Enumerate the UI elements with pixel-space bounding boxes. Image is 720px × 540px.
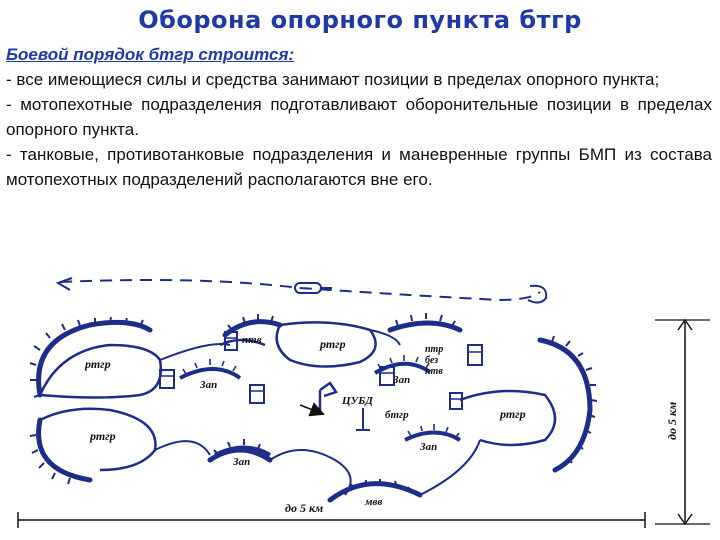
position-rtgr-right <box>459 389 557 447</box>
zap-right-arc <box>404 430 462 442</box>
connector-4 <box>269 449 352 496</box>
label-zap-right: Зап <box>419 441 437 453</box>
section-heading: Боевой порядок бтгр строится: <box>6 45 295 64</box>
connector-3 <box>154 440 211 456</box>
label-ptv-reserve-2: без <box>425 355 438 366</box>
tank-symbol-right <box>449 392 463 410</box>
command-flag <box>318 381 338 412</box>
tank-symbol-lower <box>379 366 395 386</box>
zap-left-arc <box>179 367 242 380</box>
connector-5 <box>419 439 481 496</box>
tank-symbol-center <box>249 384 265 404</box>
label-zap-bottom: Зап <box>232 456 250 468</box>
bullet-3: - танковые, противотанковые подразделени… <box>6 145 712 189</box>
connector-1 <box>159 343 231 361</box>
label-rtgr-lower-left: ртгр <box>89 429 116 443</box>
label-zap-center: Зап <box>392 374 410 386</box>
scale-right-label: до 5 км <box>665 402 679 440</box>
bullet-1: - все имеющиеся силы и средства занимают… <box>6 70 660 89</box>
label-rtgr-top: ртгр <box>319 337 346 351</box>
label-cubd: ЦУБД <box>341 395 373 407</box>
label-mvv-bottom: мвв <box>364 496 382 508</box>
label-btgr: бтгр <box>385 409 409 421</box>
scale-bottom-label: до 5 км <box>285 501 323 515</box>
defense-diagram: ртгр ртгр ртгр ртгр птв птр без птв Зап … <box>17 277 710 528</box>
trench-top-right <box>387 320 463 333</box>
label-rtgr-left: ртгр <box>84 357 111 371</box>
label-rtgr-right: ртгр <box>499 407 526 421</box>
zap-center-arc <box>373 361 432 375</box>
command-link-arrow <box>299 402 325 417</box>
position-rtgr-left <box>38 343 163 399</box>
maneuver-arrow-left <box>55 277 73 291</box>
trench-lower-left <box>36 417 93 483</box>
text-block: Боевой порядок бтгр строится: - все имею… <box>6 42 712 192</box>
tank-symbol-left <box>159 369 175 389</box>
position-rtgr-top <box>275 321 377 368</box>
label-zap-left: Зап <box>199 379 217 391</box>
zap-bottom-arc <box>214 445 272 457</box>
position-rtgr-lower-left <box>39 407 157 472</box>
command-anchor <box>356 408 370 431</box>
label-ptv-top: птв <box>242 334 262 346</box>
label-ptv-reserve-3: птв <box>425 366 443 377</box>
label-ptv-reserve-1: птр <box>425 344 443 355</box>
connector-2 <box>369 329 401 346</box>
maneuver-arrow-right <box>527 284 548 304</box>
page-title: Оборона опорного пункта бтгр <box>138 6 582 34</box>
trench-bottom-left <box>207 447 273 463</box>
trench-left <box>36 319 153 398</box>
bullet-2: - мотопехотные подразделения подготавлив… <box>6 95 712 139</box>
tank-symbol-ptv <box>224 331 238 351</box>
tank-symbol-reserve <box>467 344 483 366</box>
maneuver-route <box>59 279 541 302</box>
trench-right <box>537 337 593 473</box>
